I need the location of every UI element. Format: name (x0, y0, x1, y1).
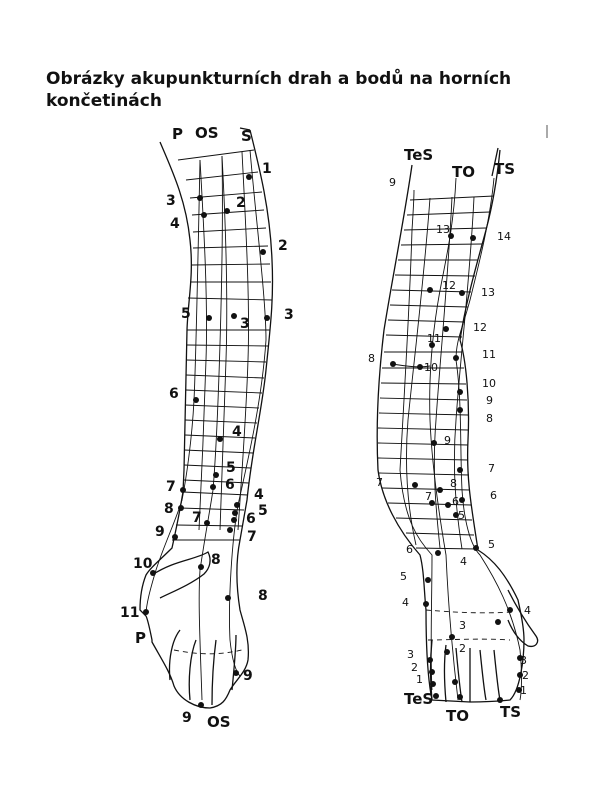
left-fingers (168, 629, 243, 706)
right-point-label: 3 (407, 648, 414, 661)
left-point-label: 7 (247, 529, 257, 545)
left-point-label: 11 (120, 605, 139, 621)
right-point-label: 4 (460, 555, 467, 568)
right-meridian-ts: TS (494, 160, 515, 178)
left-point-label: 4 (232, 424, 242, 440)
right-point-label: 10 (424, 361, 438, 374)
left-point-label: 6 (169, 386, 179, 402)
right-arm: TeS TO TS TeS TO TS 9 13 14 12 13 12 11 … (368, 146, 539, 725)
right-point-label: 6 (452, 495, 459, 508)
right-arm-outline (376, 149, 525, 703)
left-thumb-outline (151, 551, 211, 599)
right-point-label: 2 (459, 642, 466, 655)
right-point-label: 4 (524, 604, 531, 617)
left-point-label: 7 (166, 479, 176, 495)
right-point-label: 5 (458, 509, 465, 522)
right-thumb-outline (507, 589, 539, 648)
right-point-label: 8 (450, 477, 457, 490)
right-point-label: 1 (520, 684, 527, 697)
left-point-label: 7 (192, 510, 202, 526)
right-point-label: 7 (425, 490, 432, 503)
right-point-label: 2 (411, 661, 418, 674)
right-point-label: 6 (490, 489, 497, 502)
right-point-label: 11 (427, 332, 441, 345)
right-point-label: 4 (402, 596, 409, 609)
right-point-label: 13 (481, 286, 495, 299)
left-points (143, 174, 270, 708)
left-arm-outline (139, 127, 274, 709)
left-point-label: 6 (246, 511, 256, 527)
right-point-label: 9 (486, 394, 493, 407)
right-point-label: 12 (473, 321, 487, 334)
left-point-label: 9 (155, 524, 165, 540)
left-point-label: 2 (236, 195, 246, 211)
left-point-label: 9 (182, 710, 192, 726)
right-point-label: 5 (400, 570, 407, 583)
right-point-label: 1 (416, 673, 423, 686)
left-point-label: 8 (211, 552, 221, 568)
left-meridian-os: OS (195, 124, 219, 142)
right-point-label: 10 (482, 377, 496, 390)
left-point-label: 3 (166, 193, 176, 209)
right-point-label: 3 (459, 619, 466, 632)
left-point-label: 8 (164, 501, 174, 517)
right-meridian-tes: TeS (404, 146, 433, 164)
right-meridian-lines (391, 177, 522, 701)
right-point-label: 11 (482, 348, 496, 361)
left-point-label: 2 (278, 238, 288, 254)
left-point-label: 4 (170, 216, 180, 232)
left-point-label: 10 (133, 556, 153, 572)
right-point-label: 14 (497, 230, 511, 243)
right-hand-label-to: TO (446, 707, 469, 725)
right-point-label: 9 (389, 176, 396, 189)
right-point-label: 6 (406, 543, 413, 556)
left-point-label: 6 (225, 477, 235, 493)
left-meridian-p: P (172, 125, 183, 143)
right-point-label: 3 (520, 654, 527, 667)
right-hand-label-tes: TeS (404, 690, 433, 708)
right-point-label: 13 (436, 223, 450, 236)
right-meridian-to: TO (452, 163, 475, 181)
right-points (390, 233, 523, 703)
left-point-label: 5 (226, 460, 236, 476)
page-title: Obrázky akupunkturních drah a bodů na ho… (46, 69, 512, 111)
left-point-label: 5 (181, 306, 191, 322)
left-point-label: 9 (243, 668, 253, 684)
left-point-label: 1 (262, 161, 272, 177)
right-point-label: 9 (444, 434, 451, 447)
left-meridian-lines (145, 149, 267, 701)
left-arm: P OS S P OS 1 2 3 4 2 5 3 3 6 4 5 6 7 8 … (120, 124, 294, 731)
right-point-label: 12 (442, 279, 456, 292)
left-hand-label-os: OS (207, 713, 231, 731)
right-point-label: 7 (488, 462, 495, 475)
left-meridian-s: S (241, 127, 252, 145)
left-hand-label-p: P (135, 629, 146, 647)
right-hand-label-ts: TS (500, 703, 521, 721)
left-point-label: 5 (258, 503, 268, 519)
left-point-label: 4 (254, 487, 264, 503)
right-point-label: 2 (522, 669, 529, 682)
right-point-label: 8 (486, 412, 493, 425)
left-point-label: 8 (258, 588, 268, 604)
right-point-label: 5 (488, 538, 495, 551)
left-point-label: 3 (284, 307, 294, 323)
right-point-label: 7 (376, 476, 383, 489)
left-point-label: 3 (240, 316, 250, 332)
right-point-label: 8 (368, 352, 375, 365)
